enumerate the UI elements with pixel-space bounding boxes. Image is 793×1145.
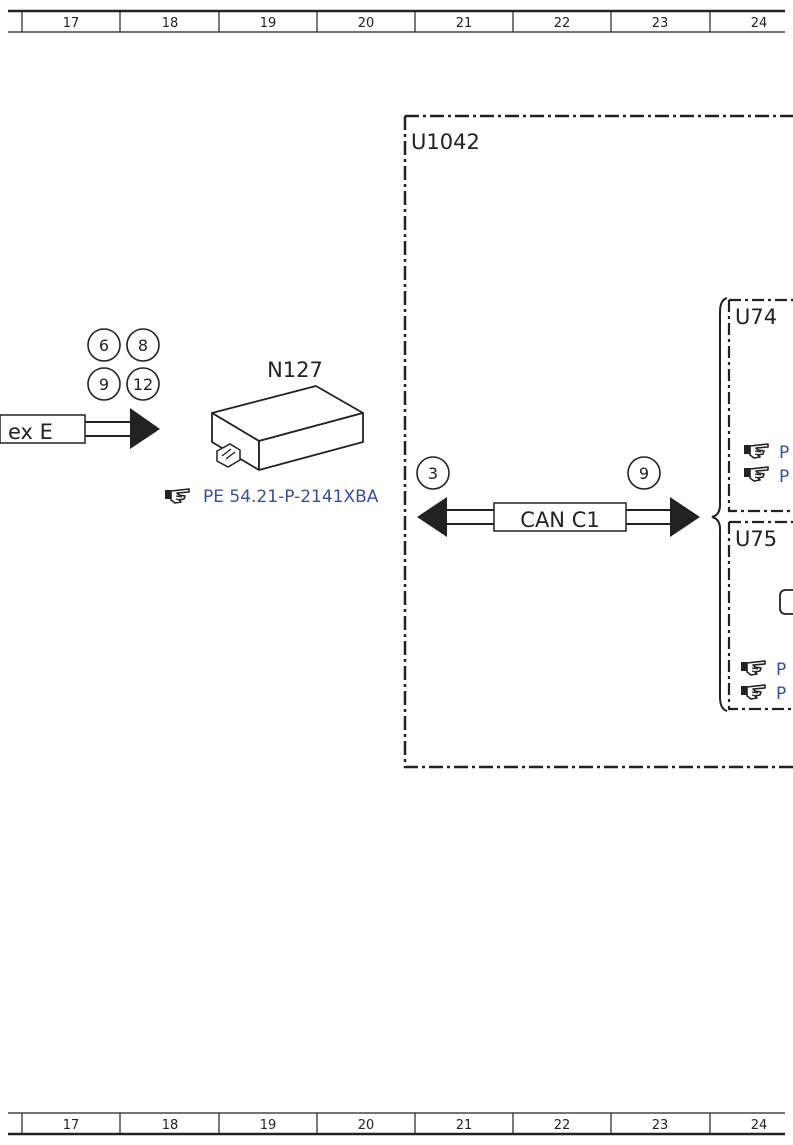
brace-icon xyxy=(711,297,728,712)
ruler-bottom-col-23: 23 xyxy=(652,1118,669,1133)
u74-ref-1-text[interactable]: P xyxy=(779,443,789,463)
u75-ref-2-text[interactable]: P xyxy=(776,684,786,704)
ruler-col-24: 24 xyxy=(751,16,768,31)
can-bus: CAN C1 3 9 xyxy=(416,456,700,537)
ruler-bottom-col-24: 24 xyxy=(751,1118,768,1133)
bottom-ruler: 17 18 19 20 21 22 23 24 xyxy=(8,1112,785,1136)
ruler-bottom-col-19: 19 xyxy=(260,1118,277,1133)
pin-6: 6 xyxy=(99,336,109,355)
u74-ref-2-text[interactable]: P xyxy=(779,467,789,487)
subgroup-u75-name: U75 xyxy=(735,527,777,551)
u75-ref-1-text[interactable]: P xyxy=(776,660,786,680)
ruler-col-20: 20 xyxy=(358,16,375,31)
hand-pointer-icon xyxy=(164,488,190,504)
subgroup-u74: U74 P P xyxy=(727,298,793,513)
module-name: N127 xyxy=(267,358,323,382)
module-box-icon xyxy=(211,385,364,471)
pin-12: 12 xyxy=(133,375,153,394)
pin-right: 9 xyxy=(639,464,649,483)
pin-left: 3 xyxy=(428,464,438,483)
module-n127: N127 PE 54.21-P-2141XBA xyxy=(164,358,379,507)
connector-ex-e: ex E xyxy=(0,408,160,449)
connector-pins: 6 8 9 12 xyxy=(87,328,160,401)
ruler-col-22: 22 xyxy=(554,16,571,31)
hand-pointer-icon xyxy=(743,443,769,459)
module-reference[interactable]: PE 54.21-P-2141XBA xyxy=(203,487,379,507)
ruler-col-23: 23 xyxy=(652,16,669,31)
component-edge-icon xyxy=(779,589,793,615)
u75-ref-2[interactable]: P xyxy=(740,684,786,704)
ruler-bottom-col-17: 17 xyxy=(63,1118,80,1133)
top-ruler: 17 18 19 20 21 22 23 24 xyxy=(8,9,785,33)
ruler-bottom-col-22: 22 xyxy=(554,1118,571,1133)
ruler-col-17: 17 xyxy=(63,16,80,31)
bidirectional-arrow-icon xyxy=(417,497,700,537)
ruler-bottom-col-21: 21 xyxy=(456,1118,473,1133)
subgroup-u74-name: U74 xyxy=(735,305,777,329)
ruler-col-18: 18 xyxy=(162,16,179,31)
ruler-col-21: 21 xyxy=(456,16,473,31)
hand-pointer-icon xyxy=(740,660,766,676)
u75-ref-1[interactable]: P xyxy=(740,660,786,680)
module-reference-link[interactable]: PE 54.21-P-2141XBA xyxy=(164,487,379,507)
pin-8: 8 xyxy=(138,336,148,355)
connector-label: ex E xyxy=(8,420,53,444)
ruler-col-19: 19 xyxy=(260,16,277,31)
subgroup-u75: U75 P P xyxy=(727,520,793,711)
arrow-right-icon xyxy=(85,408,160,449)
hand-pointer-icon xyxy=(743,466,769,482)
pin-9: 9 xyxy=(99,375,109,394)
u74-ref-1[interactable]: P xyxy=(743,443,789,463)
ruler-bottom-col-20: 20 xyxy=(358,1118,375,1133)
bus-label: CAN C1 xyxy=(520,508,599,532)
group-name: U1042 xyxy=(411,130,480,154)
hand-pointer-icon xyxy=(740,684,766,700)
group-u1042: U1042 xyxy=(403,114,793,769)
ruler-bottom-col-18: 18 xyxy=(162,1118,179,1133)
u74-ref-2[interactable]: P xyxy=(743,466,789,487)
